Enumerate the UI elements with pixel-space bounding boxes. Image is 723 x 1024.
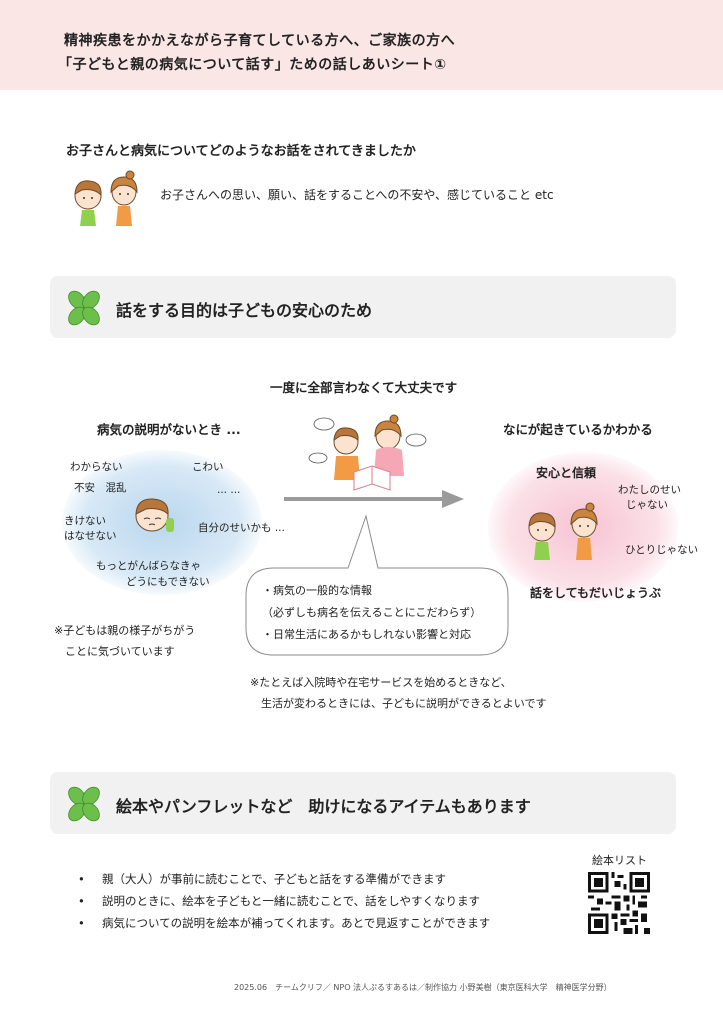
- clover-icon: [68, 786, 100, 822]
- question-subtitle: お子さんへの思い、願い、話をすることへの不安や、感じていること etc: [160, 188, 554, 202]
- anxiety-word: こわい: [192, 461, 224, 473]
- anxiety-word: きけない: [64, 515, 106, 527]
- diagram-left-heading: 病気の説明がないとき ...: [97, 422, 241, 437]
- parent-child-illustration: [74, 170, 138, 226]
- list-item: 説明のときに、絵本を子どもと一緒に読むことで、話をしやすくなります: [78, 890, 490, 912]
- note-bottom: ※たとえば入院時や在宅サービスを始めるときなど、 生活が変わるときには、子どもに…: [250, 672, 546, 714]
- callout-bubble: [245, 514, 509, 656]
- section-title-purpose: 話をする目的は子どもの安心のため: [116, 301, 373, 320]
- anxiety-word: どうにもできない: [126, 576, 210, 588]
- diagram-center-title: 一度に全部言わなくて大丈夫です: [270, 380, 458, 395]
- section-title-items: 絵本やパンフレットなど 助けになるアイテムもあります: [116, 797, 531, 816]
- anxiety-word: 自分のせいかも ...: [198, 522, 285, 534]
- trust-word: ひとりじゃない: [625, 544, 699, 556]
- trust-word: じゃない: [626, 499, 668, 511]
- trust-conclusion: 話をしてもだいじょうぶ: [530, 586, 662, 600]
- anxiety-word: ... ...: [217, 484, 241, 496]
- benefit-list: 親（大人）が事前に読むことで、子どもと話をする準備ができます 説明のときに、絵本…: [78, 868, 490, 934]
- happy-parent-child-illustration: [528, 502, 598, 560]
- note-left-line: ※子どもは親の様子がちがう: [54, 624, 196, 637]
- trust-heading: 安心と信頼: [536, 466, 597, 480]
- header-band: [0, 0, 723, 90]
- diagram-right-heading: なにが起きているかわかる: [503, 422, 653, 437]
- footer-credits: 2025.06 チームクリフ／ NPO 法人ぷるすあるは／制作協力 小野美樹（東…: [234, 983, 612, 992]
- arrow-icon: [284, 490, 464, 508]
- note-bottom-line: 生活が変わるときには、子どもに説明ができるとよいです: [250, 697, 547, 710]
- callout-line: （必ずしも病名を伝えることにこだわらず）: [262, 606, 482, 619]
- header-line-2: 「子どもと親の病気について話す」ための話しあいシート①: [58, 57, 447, 73]
- question-title: お子さんと病気についてどのようなお話をされてきましたか: [66, 144, 416, 159]
- trust-word: わたしのせい: [618, 484, 681, 496]
- qr-label: 絵本リスト: [592, 854, 647, 867]
- anxiety-word: わからない: [70, 461, 123, 473]
- callout-text: ・病気の一般的な情報 （必ずしも病名を伝えることにこだわらず） ・日常生活にある…: [262, 580, 481, 646]
- anxiety-word: はなせない: [64, 530, 117, 542]
- list-item: 親（大人）が事前に読むことで、子どもと話をする準備ができます: [78, 868, 490, 890]
- section-bar-items: 絵本やパンフレットなど 助けになるアイテムもあります: [50, 772, 676, 834]
- clover-icon: [68, 290, 100, 326]
- anxiety-word: もっとがんばらなきゃ: [96, 560, 201, 572]
- section-bar-purpose: 話をする目的は子どもの安心のため: [50, 276, 676, 338]
- reading-together-illustration: [308, 414, 427, 491]
- note-bottom-line: ※たとえば入院時や在宅サービスを始めるときなど、: [250, 676, 512, 689]
- header-line-1: 精神疾患をかかえながら子育てしている方へ、ご家族の方へ: [64, 33, 456, 49]
- qr-code-icon[interactable]: [588, 872, 650, 934]
- callout-line: ・日常生活にあるかもしれない影響と対応: [262, 628, 471, 641]
- list-item: 病気についての説明を絵本が補ってくれます。あとで見返すことができます: [78, 912, 490, 934]
- note-left-line: ことに気づいています: [54, 645, 175, 658]
- anxiety-word: 不安 混乱: [74, 482, 127, 494]
- worried-child-illustration: [135, 498, 174, 532]
- callout-line: ・病気の一般的な情報: [262, 584, 372, 597]
- note-left: ※子どもは親の様子がちがう ことに気づいています: [54, 620, 195, 662]
